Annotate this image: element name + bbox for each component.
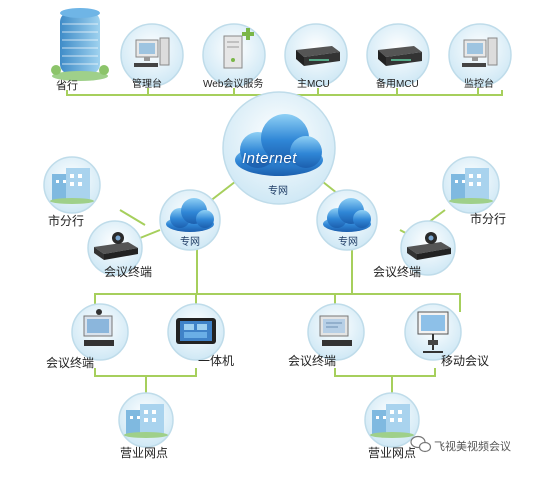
- left-terminal-label: 会议终端: [104, 265, 153, 279]
- node-label-main-mcu: 主MCU: [297, 79, 330, 90]
- mcu-device-icon: [378, 46, 422, 66]
- node-label-web-conference-server: Web会议服务: [203, 79, 264, 90]
- node-label-management-console: 管理台: [132, 79, 162, 90]
- desktop-computer-icon: [462, 37, 498, 67]
- desktop-computer-icon: [134, 37, 170, 67]
- right-outlet-building-icon: [364, 392, 420, 448]
- internet-cloud-label: 专网: [268, 186, 288, 197]
- all-in-one-tablet-icon: [176, 318, 216, 344]
- internet-cloud-text: Internet: [242, 150, 297, 167]
- mobile-conference-node: [404, 303, 462, 361]
- right-private-network-node: [316, 189, 378, 251]
- bottom-left-terminal-label: 会议终端: [46, 356, 95, 370]
- mobile-conference-icon: [417, 311, 449, 353]
- main-mcu-node: [284, 23, 348, 87]
- management-console-node: [120, 23, 184, 87]
- right-terminal-label: 会议终端: [373, 265, 422, 279]
- bottom-right-conference-terminal-node: [307, 303, 365, 361]
- right-outlet-label: 营业网点: [368, 446, 417, 460]
- bottom-left-conference-terminal-node: [71, 303, 129, 361]
- conference-terminal-icon: [83, 309, 114, 346]
- left-private-network-node: [159, 189, 221, 251]
- provincial-bank-building-icon: [51, 8, 109, 81]
- mobile-conference-label: 移动会议: [441, 354, 490, 368]
- all-in-one-node: [167, 303, 225, 361]
- conference-terminal-icon: [94, 232, 138, 260]
- watermark-text: 飞视美视频会议: [434, 441, 511, 453]
- right-private-network-label: 专网: [338, 237, 358, 248]
- monitoring-console-node: [448, 23, 512, 87]
- cloud-icon: [166, 198, 214, 232]
- conference-terminal-icon: [407, 232, 451, 260]
- left-outlet-label: 营业网点: [120, 446, 169, 460]
- left-private-network-label: 专网: [180, 237, 200, 248]
- right-city-branch-building-icon: [442, 156, 500, 214]
- left-outlet-building-icon: [118, 392, 174, 448]
- bottom-right-terminal-label: 会议终端: [288, 354, 337, 368]
- server-add-icon: [223, 28, 254, 69]
- left-conference-terminal-node: [87, 220, 143, 276]
- left-city-branch-building-icon: [43, 156, 101, 214]
- internet-node: [222, 91, 336, 205]
- node-label-backup-mcu: 备用MCU: [376, 79, 419, 90]
- web-conference-server-node: [202, 23, 266, 87]
- wechat-icon: [410, 435, 432, 453]
- node-label-monitoring-console: 监控台: [464, 79, 494, 90]
- left-city-branch-label: 市分行: [48, 214, 85, 228]
- right-city-branch-label: 市分行: [470, 212, 507, 226]
- right-conference-terminal-node: [400, 220, 456, 276]
- all-in-one-label: 一体机: [198, 354, 235, 368]
- backup-mcu-node: [366, 23, 430, 87]
- mcu-device-icon: [296, 46, 340, 66]
- node-label-provincial-bank: 省行: [56, 80, 78, 92]
- cloud-icon: [323, 198, 371, 232]
- conference-terminal-icon: [319, 315, 352, 346]
- cloud-icon: [235, 114, 323, 176]
